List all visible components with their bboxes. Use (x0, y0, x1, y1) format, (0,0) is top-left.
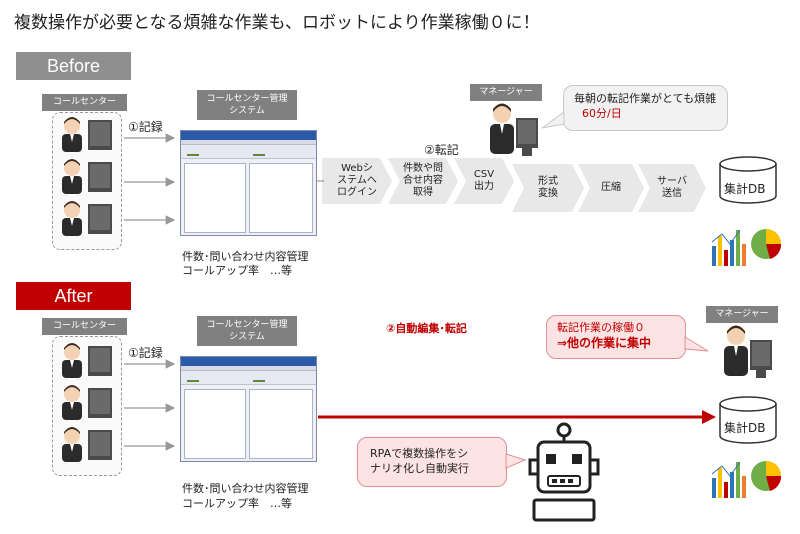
page-title: 複数操作が必要となる煩雑な作業も、ロボットにより作業稼働０に！ (14, 13, 540, 33)
auto-transfer-arrow (318, 410, 716, 424)
before-label: Before (16, 52, 131, 80)
record-arrows (124, 359, 176, 451)
operator-icon (62, 385, 112, 420)
rpa-bubble: RPAで複数操作をシ ナリオ化し自動実行 (357, 437, 507, 487)
operator-icon (62, 201, 112, 236)
operator-icon (62, 427, 112, 462)
bubble-tail (505, 453, 527, 469)
record-label: ①記録 (128, 120, 163, 134)
bubble-time: 60分/日 (582, 107, 622, 120)
database-icon (719, 156, 777, 204)
connector-arrow (316, 180, 324, 182)
db-label: 集計DB (724, 182, 766, 196)
step-fetch-data: 件数や問合せ内容取得 (388, 158, 458, 204)
robot-icon (528, 422, 600, 522)
caption-line1: 件数･問い合わせ内容管理 (182, 482, 309, 495)
after-label: After (16, 282, 131, 310)
transfer-label: ②転記 (424, 143, 459, 157)
caption-line2: コールアップ率 …等 (182, 497, 292, 510)
manager-bubble: 転記作業の稼働０ ⇒他の作業に集中 (546, 315, 686, 359)
step-compress: 圧縮 (578, 164, 644, 212)
system-label: コールセンター管理 システム (197, 316, 297, 346)
system-label: コールセンター管理 システム (197, 90, 297, 120)
rpa-text-line2: ナリオ化し自動実行 (370, 462, 469, 475)
bubble-text-line2: ⇒他の作業に集中 (557, 336, 652, 350)
db-label: 集計DB (724, 421, 766, 435)
call-center-label: コールセンター (42, 94, 127, 111)
manager-icon (490, 103, 538, 156)
bubble-text-line1: 転記作業の稼働０ (557, 321, 645, 334)
manager-label: マネージャー (706, 306, 778, 323)
operator-icon (62, 343, 112, 378)
manager-icon (724, 325, 772, 378)
operator-icon (62, 117, 112, 152)
manager-label: マネージャー (470, 84, 542, 101)
operator-icon (62, 159, 112, 194)
call-center-label: コールセンター (42, 318, 127, 335)
step-server-send: サーバ送信 (638, 164, 706, 212)
manager-bubble: 毎朝の転記作業がとても煩雑 60分/日 (563, 85, 728, 131)
chart-icon (711, 461, 782, 498)
chart-icon (711, 229, 782, 266)
auto-transfer-label: ②自動編集･転記 (386, 322, 467, 335)
record-label: ①記録 (128, 346, 163, 360)
bubble-tail (684, 336, 709, 352)
record-arrows (124, 133, 176, 225)
operators-illustration (62, 343, 112, 462)
operators-illustration (62, 117, 112, 236)
bubble-text-line1: 毎朝の転記作業がとても煩雑 (574, 92, 717, 105)
step-web-login: Webシステムへログイン (322, 158, 392, 204)
caption-line1: 件数･問い合わせ内容管理 (182, 250, 309, 263)
system-screen (180, 356, 317, 462)
rpa-text-line1: RPAで複数操作をシ (370, 447, 469, 460)
caption-line2: コールアップ率 …等 (182, 264, 292, 277)
bubble-tail (541, 111, 565, 129)
database-icon (719, 396, 777, 444)
step-format-convert: 形式変換 (512, 164, 584, 212)
system-screen (180, 130, 317, 236)
